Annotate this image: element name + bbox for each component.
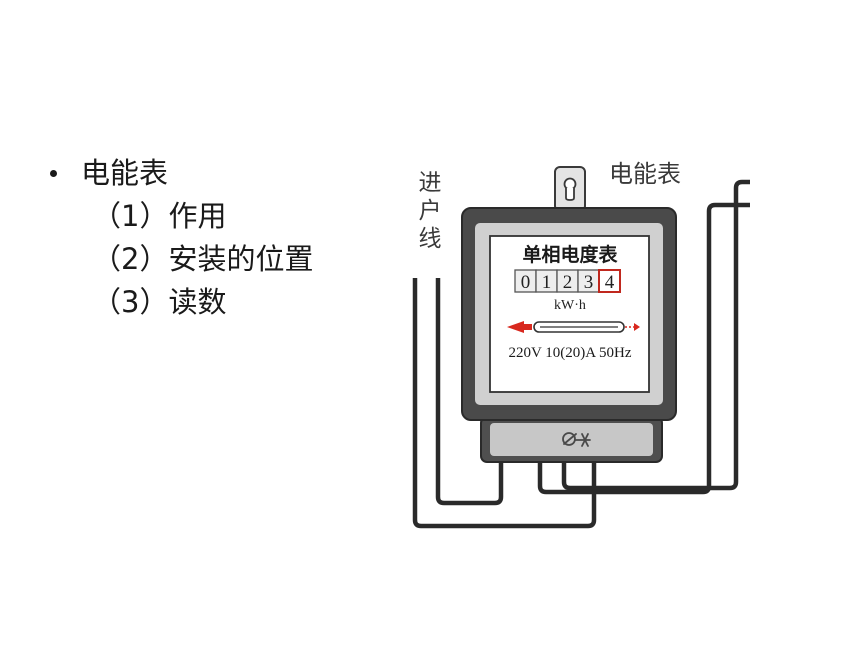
digit-text: 3 [584,272,594,293]
meter-window [489,235,650,393]
rotor-indicator [507,321,640,333]
hanging-tab [554,166,586,212]
digit-text: 0 [521,272,531,293]
incoming-wire-inner [435,278,504,506]
incoming-wires [412,278,597,529]
red-arrow-right-head [634,323,640,331]
bullet-title: 电能表 [81,156,169,190]
incoming-label: 进 户 线 [419,170,442,252]
outgoing-wire-short [537,202,750,495]
bullet-dot [50,170,57,177]
sub-item-location: （2）安装的位置 [92,242,314,276]
incoming-label-char-2: 户 [419,198,442,224]
hanging-hole [563,177,577,191]
bullet-list: 电能表 （1）作用 （2）安装的位置 （3）读数 [50,152,313,324]
red-arrow-left [507,321,532,333]
incoming-wire-outer [412,278,597,529]
meter-rating: 220V 10(20)A 50Hz [508,345,631,361]
outgoing-wire-long [561,179,750,491]
seal-icon [562,432,591,447]
digit-text: 2 [563,272,573,293]
digit-cell-decimal [598,269,621,293]
incoming-label-char-3: 线 [419,226,442,252]
sub-item-function: （1）作用 [92,199,227,233]
outgoing-wires [537,179,750,495]
incoming-label-char-1: 进 [419,170,442,196]
digit-text: 1 [542,272,552,293]
meter-name: 单相电度表 [522,243,618,266]
sub-item-reading: （3）读数 [92,285,227,319]
meter-label: 电能表 [609,160,681,188]
meter-unit: kW·h [554,298,586,313]
bullet-item-meter: 电能表 [50,152,313,195]
hanging-hole-slot [565,188,575,201]
digit-text: 4 [605,272,615,293]
terminal-cover-face [490,423,653,456]
